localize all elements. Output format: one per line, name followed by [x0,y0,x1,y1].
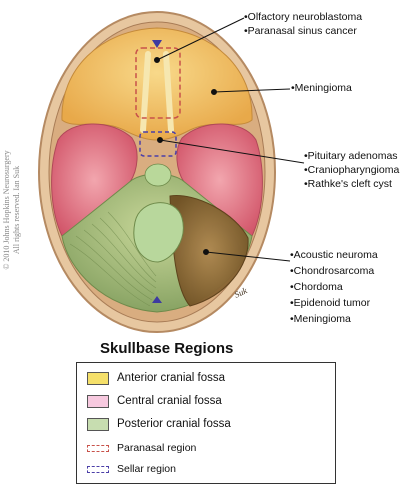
label-acoustic-neuroma: •Acoustic neuroma [290,249,378,261]
label-paranasal-sinus-cancer: •Paranasal sinus cancer [244,25,357,37]
label-meningioma-anterior: •Meningioma [291,82,352,94]
legend-row-sellar: Sellar region [87,460,176,478]
posterior-striations [69,211,157,307]
label-meningioma-posterior: •Meningioma [290,313,351,325]
frontal-notch [152,40,162,48]
dash-paranasal [87,444,109,452]
sellar-region-outline [139,131,177,157]
copyright-line-1: © 2010 Johns Hopkins Neurosurgery [2,150,11,270]
legend-title: Skullbase Regions [100,340,234,357]
legend-row-central: Central cranial fossa [87,392,222,410]
copyright-notice: © 2010 Johns Hopkins Neurosurgery All ri… [2,120,22,300]
leader-lines [154,17,305,262]
legend-label-posterior: Posterior cranial fossa [117,418,231,430]
cpa-tumor-region [169,195,249,307]
occipital-notch [152,296,162,303]
copyright-line-2: All rights reserved. Ian Suk [12,165,21,255]
legend-label-paranasal: Paranasal region [117,442,197,454]
legend-box: Anterior cranial fossa Central cranial f… [76,362,336,484]
dash-sellar [87,465,109,473]
label-olfactory-neuroblastoma: •Olfactory neuroblastoma [244,11,363,23]
skull-base-diagram: Suk [38,11,305,333]
legend-row-posterior: Posterior cranial fossa [87,415,231,433]
label-chordoma: •Chordoma [290,281,343,293]
swatch-central [87,394,109,408]
legend-label-anterior: Anterior cranial fossa [117,372,226,384]
paranasal-region-outline [135,47,181,119]
swatch-posterior [87,417,109,431]
legend-label-central: Central cranial fossa [117,395,222,407]
sella-patch [144,163,172,187]
label-pituitary-adenomas: •Pituitary adenomas [304,150,398,162]
label-craniopharyngioma: •Craniopharyngioma [304,164,400,176]
foramen-magnum-patch [133,202,184,263]
legend-row-anterior: Anterior cranial fossa [87,369,225,387]
swatch-anterior [87,371,109,385]
legend-row-paranasal: Paranasal region [87,439,196,457]
label-epidenoid-tumor: •Epidenoid tumor [290,297,371,309]
label-chondrosarcoma: •Chondrosarcoma [290,265,375,277]
legend-label-sellar: Sellar region [117,463,176,475]
label-rathkes-cleft-cyst: •Rathke's cleft cyst [304,178,392,190]
